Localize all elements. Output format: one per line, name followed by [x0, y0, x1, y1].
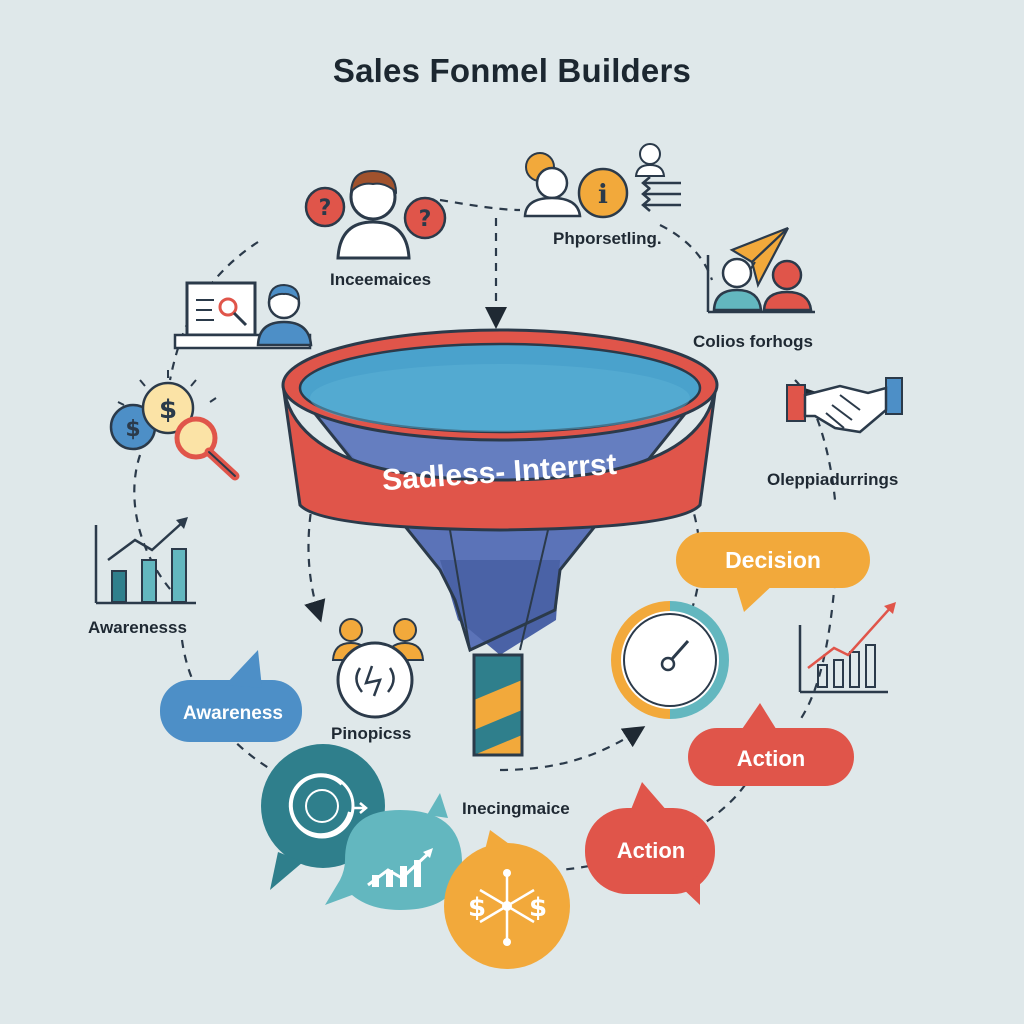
person-icon — [523, 152, 582, 218]
decision-bubble-label: Decision — [725, 547, 821, 573]
sparkle-lines — [117, 370, 217, 406]
line-chart-icon — [798, 602, 896, 694]
awareness-bubble — [160, 650, 302, 742]
action-bubble-right-label: Action — [737, 746, 805, 771]
decision-bubble — [676, 532, 870, 612]
svg-text:?: ? — [319, 196, 332, 221]
page-title: Sales Fonmel Builders — [332, 52, 692, 89]
magnifier-icon — [174, 416, 240, 481]
label-left-chart: Awarenesss — [88, 618, 187, 637]
arrows-icon — [641, 176, 681, 212]
svg-text:$: $ — [468, 893, 486, 923]
dollar-coin-icon: $ $ — [109, 381, 195, 451]
svg-text:$: $ — [159, 395, 177, 425]
svg-text:$: $ — [125, 417, 140, 442]
growth-bubble — [325, 793, 462, 910]
bar-chart-icon — [94, 517, 196, 605]
handshake-icon — [786, 377, 903, 434]
info-icon: i — [577, 167, 629, 219]
label-right-middle: Oleppiadurrings — [767, 470, 899, 489]
gauge-icon — [610, 601, 730, 719]
laptop-search-icon — [173, 281, 312, 350]
action-bubble-right — [688, 703, 854, 786]
label-right-upper: Colios forhogs — [693, 332, 813, 351]
label-center-left: Pinopicss — [331, 724, 412, 743]
label-bottom-center: Inecingmaice — [462, 799, 570, 818]
action-bubble-bottom — [585, 782, 715, 905]
svg-text:$: $ — [529, 893, 547, 923]
question-icon: ? — [304, 186, 346, 228]
people-exchange-icon — [331, 618, 425, 719]
paper-plane-icon — [729, 226, 789, 289]
funnel-rim — [281, 328, 719, 532]
label-top-left-people: Inceemaices — [330, 270, 432, 289]
svg-text:?: ? — [419, 207, 432, 232]
person-icon — [256, 283, 313, 347]
awareness-bubble-label: Awareness — [183, 703, 283, 724]
label-top-right-people: Phporsetling. — [553, 229, 662, 248]
action-bubble-bottom-label: Action — [617, 838, 685, 863]
question-icon: ? — [403, 196, 447, 240]
person-icon — [634, 143, 666, 177]
network-dollar-bubble: $ $ — [444, 830, 570, 969]
people-icon — [706, 255, 815, 314]
person-icon — [336, 169, 411, 260]
svg-text:i: i — [598, 180, 608, 210]
